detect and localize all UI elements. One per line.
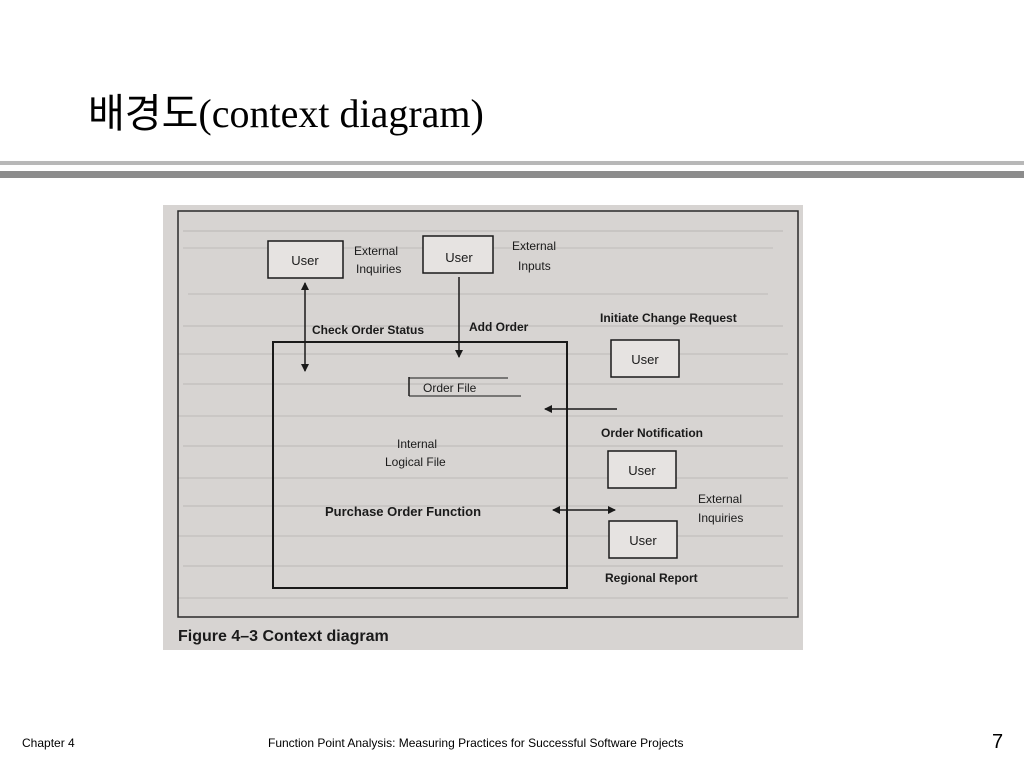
order-file-label: Order File [423,381,477,395]
top-mid-caption-line-2: Inputs [518,259,551,273]
initiate-change-request-label: Initiate Change Request [600,311,737,325]
figure-caption: Figure 4–3 Context diagram [178,628,389,645]
regional-report-label: Regional Report [605,571,698,585]
bleed-through-texture [178,230,788,599]
user-box-regional-report-label: User [629,533,657,548]
top-left-caption-line-1: External [354,244,398,258]
order-notification-label: Order Notification [601,426,703,440]
check-order-status-label: Check Order Status [312,323,424,337]
purchase-order-function-label: Purchase Order Function [325,504,481,519]
right-caption-line-1: External [698,492,742,506]
user-box-inquiries-label: User [291,253,319,268]
footer-chapter: Chapter 4 [22,736,75,750]
context-diagram-svg: User External Inquiries User External In… [163,205,803,650]
title-divider-thick [0,171,1024,178]
right-caption-line-2: Inquiries [698,511,743,525]
page-number: 7 [992,731,1004,753]
user-box-change-request-label: User [631,352,659,367]
purchase-order-process-box [272,341,568,589]
internal-logical-file-line-2: Logical File [385,455,446,469]
user-box-inquiries [267,240,344,279]
scan-background [163,205,803,650]
add-order-label: Add Order [469,320,529,334]
footer-book-title: Function Point Analysis: Measuring Pract… [268,736,684,750]
top-left-caption-line-2: Inquiries [356,262,401,276]
user-box-notification-label: User [628,463,656,478]
context-diagram-figure: User External Inquiries User External In… [163,205,803,650]
slide-title: 배경도(context diagram) [88,91,484,136]
user-box-inputs [422,235,494,274]
user-box-notification [607,450,677,489]
user-box-regional-report [608,520,678,559]
title-divider-thin [0,161,1024,165]
figure-frame [177,210,799,618]
user-box-inputs-label: User [445,250,473,265]
top-mid-caption-line-1: External [512,239,556,253]
user-box-change-request [610,339,680,378]
internal-logical-file-line-1: Internal [397,437,437,451]
